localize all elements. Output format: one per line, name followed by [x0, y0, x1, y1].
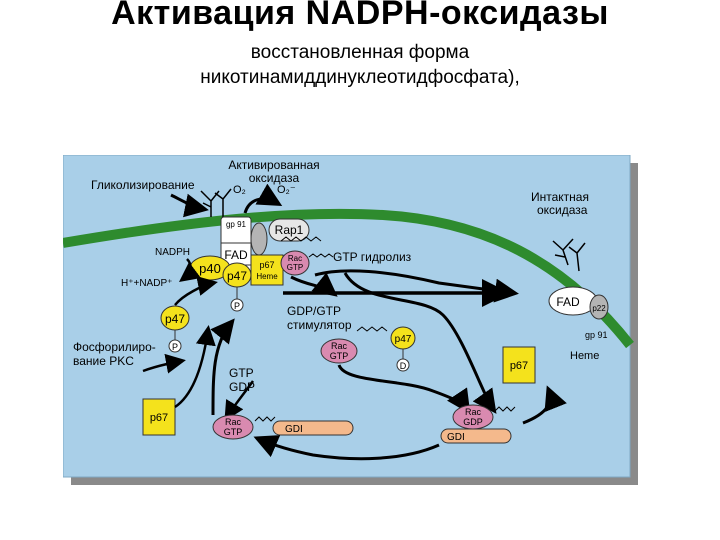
nadph-oxidase-activation-diagram: Активированная оксидаза Гликолизирование… [63, 155, 638, 485]
label-heme-right: Heme [570, 350, 599, 362]
d-marker-label: D [400, 361, 407, 371]
gdi-right [440, 428, 512, 444]
label-gdp-gtp-stimulator-2: стимулятор [287, 318, 352, 332]
label-gtp: GTP [229, 366, 254, 380]
gtp-lower-label: GTP [224, 427, 243, 437]
label-gdp-gtp-stimulator-1: GDP/GTP [287, 304, 341, 318]
page-title: Активация NADPH-оксидазы [111, 0, 609, 32]
p67-membrane-label: p67 [259, 260, 274, 270]
rac-gtp-center [320, 338, 358, 364]
label-activated-oxidase-2: оксидаза [249, 171, 300, 185]
heme-membrane-label: Heme [256, 272, 278, 281]
arrow-rac-to-gdi [337, 364, 471, 414]
rac-anchor-membrane [308, 253, 334, 258]
p47-center-label: p47 [395, 334, 412, 345]
gdp-right-label: GDP [463, 417, 483, 427]
intact-glycosylation-branches [552, 238, 586, 272]
label-gdp: GDP [229, 380, 255, 394]
label-gp91-right: gp 91 [585, 330, 608, 340]
arrow-p47-to-membrane [174, 276, 218, 306]
arrow-glycosylation [170, 193, 209, 218]
gtp-center-label: GTP [330, 351, 349, 361]
rac-lower-label: Rac [225, 417, 242, 427]
gdi-lower [272, 420, 354, 436]
label-intact-oxidase-1: Интактная [531, 190, 589, 204]
p40-label: p40 [199, 261, 221, 276]
subtitle-line-1: восстановленная форма [250, 42, 470, 63]
p47-cytosol-label: p47 [165, 312, 185, 326]
label-gtp-hydrolysis: GTP гидролиз [333, 250, 412, 264]
arrow-gtp-exchange [224, 380, 255, 422]
label-nadph: NADPH [155, 247, 190, 258]
rac-right-label: Rac [465, 407, 482, 417]
d-marker [396, 358, 410, 372]
label-o2: O₂ [233, 184, 246, 196]
rap1-protein [268, 218, 310, 242]
p67-protein-membrane [250, 254, 284, 286]
arrow-o2-to-superoxide [243, 183, 283, 214]
label-intact-oxidase-2: оксидаза [537, 203, 588, 217]
rac-center-label: Rac [331, 341, 348, 351]
cell-membrane [63, 208, 634, 349]
gp91-label: gp 91 [226, 220, 247, 229]
p67-right-label: p67 [510, 360, 528, 372]
label-superoxide: O₂⁻ [277, 184, 296, 196]
rap1-anchor [280, 236, 322, 242]
arrow-p67-to-membrane [174, 325, 216, 409]
arrow-rac-gdp-up [522, 385, 567, 425]
p67-cytosol-label: p67 [150, 412, 168, 424]
arrow-phosphorylation [142, 353, 186, 374]
gdi-lower-label: GDI [285, 424, 303, 435]
p47-membrane-label: p47 [227, 269, 247, 283]
label-h-nadp: H⁺+NADP⁺ [121, 278, 172, 289]
label-activated-oxidase-1: Активированная [228, 158, 319, 172]
phosphate-membrane-label: P [234, 301, 240, 311]
arrow-return-to-rac-gtp [253, 435, 440, 461]
label-phosphorylation-2: вание PKC [73, 354, 134, 368]
p67-protein-cytosol [142, 398, 176, 436]
rac-membrane-label: Rac [288, 254, 302, 263]
rac-gtp-lower [212, 414, 254, 440]
arrow-nadph [179, 258, 201, 283]
gdi-right-label: GDI [447, 432, 465, 443]
label-glycosylation: Гликолизирование [91, 178, 195, 192]
rap1-label: Rap1 [275, 223, 304, 237]
subtitle-line-2: никотинамиддинуклеотидфосфата), [200, 67, 520, 88]
fad-label: FAD [224, 248, 248, 262]
gtp-membrane-label: GTP [287, 263, 303, 272]
intact-p22-protein [589, 294, 609, 320]
phosphate-cytosol-label: P [172, 342, 178, 352]
p22-protein [250, 222, 268, 256]
intact-fad-label: FAD [556, 295, 580, 309]
intact-p22-label: p22 [592, 304, 606, 313]
arrow-rac-up [210, 318, 235, 416]
rac-gtp-membrane [280, 250, 310, 276]
phosphate-cytosol [168, 339, 182, 353]
label-phosphorylation-1: Фосфорилиро- [73, 340, 156, 354]
p67-protein-right [502, 346, 536, 384]
